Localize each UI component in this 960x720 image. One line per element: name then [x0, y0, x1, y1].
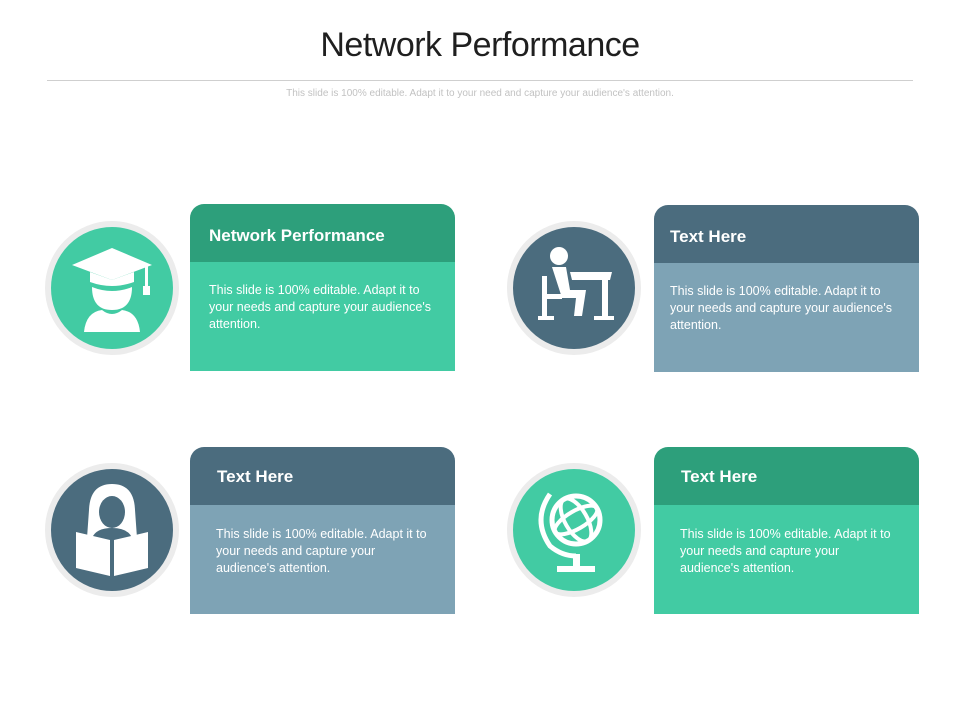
card-2: Text Here This slide is 100% editable. A…	[654, 205, 919, 372]
card-1-text: This slide is 100% editable. Adapt it to…	[209, 283, 431, 331]
slide-subtitle: This slide is 100% editable. Adapt it to…	[286, 88, 674, 99]
card-2-body: This slide is 100% editable. Adapt it to…	[654, 263, 919, 372]
card-1-body: This slide is 100% editable. Adapt it to…	[190, 262, 455, 371]
card-1: Network Performance This slide is 100% e…	[190, 204, 455, 371]
card-1-header: Network Performance	[190, 204, 455, 262]
icon-circle-3	[45, 463, 179, 597]
graduate-icon	[72, 248, 152, 332]
card-3-heading: Text Here	[217, 467, 294, 486]
student-desk-icon	[538, 247, 614, 320]
card-3: Text Here This slide is 100% editable. A…	[190, 447, 455, 614]
reading-woman-icon	[76, 484, 148, 576]
card-3-header: Text Here	[190, 447, 455, 505]
icon-circle-2	[507, 221, 641, 355]
card-4-heading: Text Here	[681, 467, 758, 486]
card-4-text: This slide is 100% editable. Adapt it to…	[680, 527, 891, 575]
title-divider	[47, 80, 913, 81]
card-4: Text Here This slide is 100% editable. A…	[654, 447, 919, 614]
card-3-body: This slide is 100% editable. Adapt it to…	[190, 505, 455, 614]
globe-icon	[538, 492, 603, 572]
card-2-text: This slide is 100% editable. Adapt it to…	[670, 284, 892, 332]
card-4-header: Text Here	[654, 447, 919, 505]
icon-circle-4	[507, 463, 641, 597]
icon-circle-1	[45, 221, 179, 355]
card-1-heading: Network Performance	[209, 226, 385, 245]
card-3-text: This slide is 100% editable. Adapt it to…	[216, 527, 427, 575]
slide-title: Network Performance	[320, 26, 640, 64]
card-4-body: This slide is 100% editable. Adapt it to…	[654, 505, 919, 614]
card-2-heading: Text Here	[670, 227, 747, 246]
card-2-header: Text Here	[654, 205, 919, 263]
